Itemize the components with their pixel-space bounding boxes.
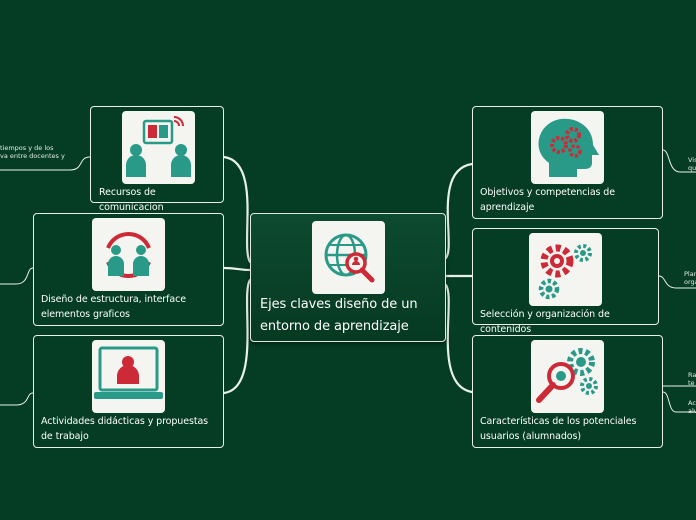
- topic-label: Diseño de estructura, interface elemento…: [41, 294, 186, 320]
- topic-node-objetivos[interactable]: Objetivos y competencias de aprendizaje: [472, 106, 663, 219]
- topic-node-actividades[interactable]: Actividades didácticas y propuestas de t…: [33, 335, 224, 448]
- head-gears-icon: [531, 111, 604, 184]
- video-conference-icon: [122, 111, 195, 184]
- topic-label: Recursos de comunicacion: [99, 187, 164, 213]
- topic-label: Objetivos y competencias de aprendizaje: [480, 187, 615, 213]
- online-presenter-icon: [92, 340, 165, 413]
- right-sub-text: qu: [688, 164, 696, 172]
- right-sub-text: Ac: [688, 399, 696, 407]
- topic-node-diseno[interactable]: Diseño de estructura, interface elemento…: [33, 213, 224, 326]
- topic-label: Selección y organización de contenidos: [480, 309, 610, 335]
- left-sub-text: va entre docentes y: [0, 152, 65, 160]
- topic-node-recursos[interactable]: Recursos de comunicacion: [90, 106, 224, 213]
- central-topic-label: Ejes claves diseño de un entorno de apre…: [260, 297, 418, 334]
- right-sub-text: alu: [688, 407, 696, 415]
- right-sub-text: te: [688, 379, 695, 387]
- topic-node-caracteristicas[interactable]: Características de los potenciales usuar…: [472, 335, 663, 448]
- right-sub-text: Ra: [688, 371, 696, 379]
- people-exchange-icon: [92, 218, 165, 291]
- magnifier-gears-icon: [531, 340, 604, 413]
- right-sub-text: orga: [684, 278, 696, 286]
- gears-icon: [529, 233, 602, 306]
- topic-label: Actividades didácticas y propuestas de t…: [41, 416, 209, 442]
- right-sub-text: Vis: [688, 156, 696, 164]
- central-topic-node[interactable]: Ejes claves diseño de un entorno de apre…: [250, 213, 446, 342]
- topic-label: Características de los potenciales usuar…: [480, 416, 637, 442]
- left-sub-text: tiempos y de los: [0, 144, 54, 152]
- globe-magnifier-icon: [312, 221, 385, 294]
- topic-node-seleccion[interactable]: Selección y organización de contenidos: [472, 228, 659, 335]
- right-sub-text: Plan: [684, 270, 696, 278]
